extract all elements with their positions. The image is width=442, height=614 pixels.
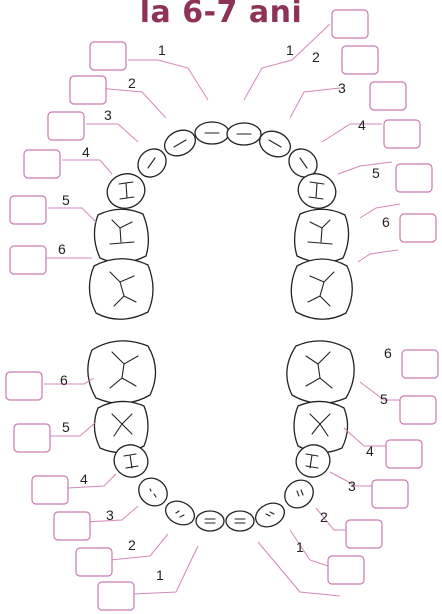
number-upper-right-5: 5: [372, 165, 380, 181]
number-lower-right-4: 4: [366, 443, 374, 459]
upper-arch: [89, 122, 352, 319]
number-upper-left-5: 5: [62, 192, 70, 208]
number-lower-left-6: 6: [60, 372, 68, 388]
number-lower-left-2: 2: [128, 537, 136, 553]
tooth-upper-left-6: [89, 259, 153, 320]
answer-box-upper-left-4[interactable]: [24, 150, 60, 178]
number-upper-right-4: 4: [358, 117, 366, 133]
answer-box-lower-right-3[interactable]: [372, 480, 408, 508]
answer-box-upper-left-1[interactable]: [90, 42, 126, 70]
tooth-lower-right-6: [287, 341, 354, 403]
answer-box-upper-right-3[interactable]: [370, 82, 406, 110]
tooth-lower-left-6: [88, 341, 156, 403]
answer-box-upper-right-2[interactable]: [342, 46, 378, 74]
lower-arch: [88, 341, 354, 531]
number-upper-left-4: 4: [82, 144, 90, 160]
tooth-upper-left-5: [94, 209, 148, 262]
number-upper-left-2: 2: [128, 75, 136, 91]
number-lower-right-3: 3: [348, 478, 356, 494]
answer-box-lower-right-1[interactable]: [328, 556, 364, 584]
number-upper-left-1: 1: [158, 42, 166, 58]
answer-box-lower-right-6[interactable]: [402, 350, 438, 378]
answer-box-lower-right-5[interactable]: [400, 396, 436, 424]
number-lower-left-1: 1: [156, 567, 164, 583]
number-lower-left-3: 3: [106, 507, 114, 523]
number-upper-left-6: 6: [58, 241, 66, 257]
answer-box-lower-left-6[interactable]: [6, 372, 42, 400]
answer-box-upper-right-4[interactable]: [384, 120, 420, 148]
answer-box-upper-right-6[interactable]: [400, 214, 436, 242]
answer-box-lower-left-3[interactable]: [54, 512, 90, 540]
number-upper-right-2: 2: [312, 49, 320, 65]
answer-box-lower-left-2[interactable]: [76, 548, 112, 576]
answer-box-lower-left-4[interactable]: [32, 476, 68, 504]
number-upper-left-3: 3: [104, 107, 112, 123]
number-lower-right-5: 5: [380, 391, 388, 407]
answer-box-upper-left-6[interactable]: [10, 246, 46, 274]
answer-box-upper-right-1[interactable]: [332, 10, 368, 38]
tooth-lower-right-3: [279, 474, 319, 513]
number-upper-right-1: 1: [286, 42, 294, 58]
number-lower-left-4: 4: [80, 471, 88, 487]
answer-box-upper-right-5[interactable]: [396, 164, 432, 192]
number-lower-right-2: 2: [320, 509, 328, 525]
number-lower-right-6: 6: [384, 345, 392, 361]
answer-box-lower-right-4[interactable]: [386, 440, 422, 468]
number-lower-right-1: 1: [296, 539, 304, 555]
tooth-lower-left-1: [196, 511, 224, 531]
tooth-lower-right-2: [252, 499, 288, 532]
number-lower-left-5: 5: [62, 419, 70, 435]
answer-box-lower-right-2[interactable]: [346, 520, 382, 548]
answer-box-upper-left-5[interactable]: [10, 196, 46, 224]
tooth-lower-right-5: [294, 401, 348, 452]
number-upper-right-3: 3: [338, 80, 346, 96]
answer-box-lower-left-1[interactable]: [98, 582, 134, 610]
number-upper-right-6: 6: [382, 214, 390, 230]
tooth-lower-left-5: [94, 401, 148, 452]
answer-box-upper-left-2[interactable]: [70, 76, 106, 104]
answer-box-upper-left-3[interactable]: [48, 112, 84, 140]
tooth-lower-right-1: [226, 511, 254, 531]
answer-box-lower-left-5[interactable]: [14, 424, 50, 452]
tooth-lower-left-2: [162, 497, 198, 530]
